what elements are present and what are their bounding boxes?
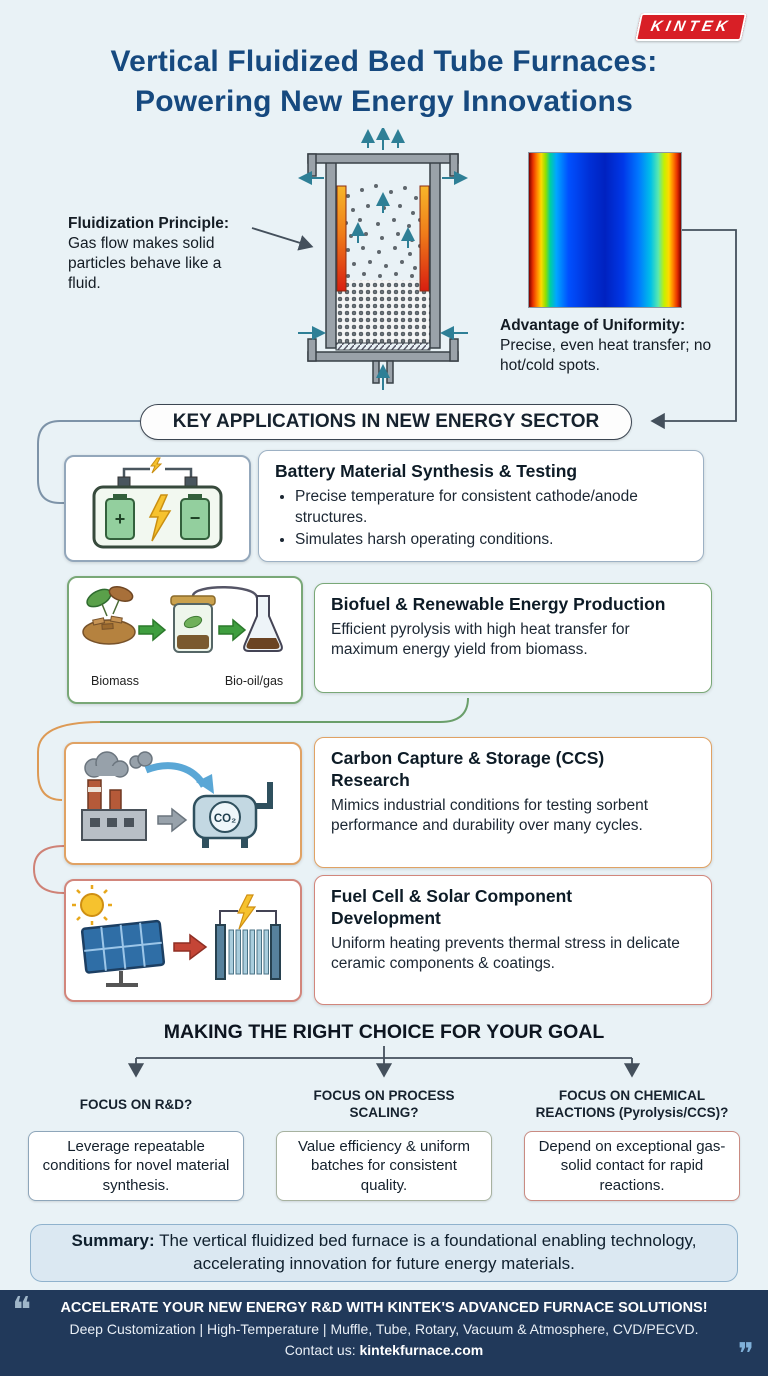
carbon-capture-icon: CO₂ — [81, 751, 273, 848]
fluidized-bed-furnace-icon — [298, 128, 468, 390]
focus-rd-label: FOCUS ON R&D? — [79, 1097, 193, 1112]
reactions-option-box: Depend on exceptional gas-solid contact … — [524, 1131, 740, 1201]
fuelcell-text-card: Fuel Cell & Solar Component Development … — [314, 875, 712, 1005]
ccs-icon-card: CO₂ — [64, 742, 302, 865]
uniformity-note-body: Precise, even heat transfer; no hot/cold… — [500, 337, 712, 375]
biomass-pyrolysis-icon — [82, 586, 283, 653]
battery-bullet-1: Precise temperature for consistent catho… — [295, 487, 687, 529]
battery-icon: + − — [92, 457, 223, 549]
scaling-option-box: Value efficiency & uniform batches for c… — [276, 1131, 492, 1201]
battery-text-card: Battery Material Synthesis & Testing Pre… — [258, 450, 704, 562]
battery-minus-label: − — [190, 508, 201, 528]
fluidization-note-body: Gas flow makes solid particles behave li… — [68, 235, 222, 293]
title-line-1: Vertical Fluidized Bed Tube Furnaces: — [110, 45, 658, 78]
footer-services: Deep Customization | High-Temperature | … — [69, 1321, 699, 1337]
summary-label: Summary: — [71, 1231, 155, 1251]
thermal-uniformity-heatmap — [528, 152, 682, 308]
fuelcell-card-title: Fuel Cell & Solar Component Development — [331, 886, 573, 928]
solar-fuelcell-icon — [72, 885, 281, 987]
footer-contact-label: Contact us: — [284, 1342, 356, 1358]
battery-bullet-2: Simulates harsh operating conditions. — [295, 530, 687, 551]
biofuel-text-card: Biofuel & Renewable Energy Production Ef… — [314, 583, 712, 693]
title-line-2: Powering New Energy Innovations — [135, 84, 633, 118]
fuelcell-icon-card — [64, 879, 302, 1002]
bio-oil-gas-label: Bio-oil/gas — [224, 674, 284, 688]
ccs-text-card: Carbon Capture & Storage (CCS) Research … — [314, 737, 712, 868]
applications-heading-pill: KEY APPLICATIONS IN NEW ENERGY SECTOR — [140, 404, 632, 440]
focus-reactions-label: FOCUS ON CHEMICAL REACTIONS (Pyrolysis/C… — [535, 1088, 729, 1120]
footer-contact: Contact us: kintekfurnace.com — [0, 1342, 768, 1358]
battery-bullet-list: Precise temperature for consistent catho… — [275, 487, 687, 551]
rd-option-box: Leverage repeatable conditions for novel… — [28, 1131, 244, 1201]
biofuel-card-body: Efficient pyrolysis with high heat trans… — [331, 620, 630, 659]
kintek-logo: KINTEK — [635, 13, 747, 41]
ccs-card-body: Mimics industrial conditions for testing… — [331, 796, 649, 835]
battery-icon-card: + − — [64, 455, 251, 562]
battery-plus-label: + — [115, 509, 126, 529]
page-title: Vertical Fluidized Bed Tube Furnaces: Po… — [0, 42, 768, 121]
biomass-label: Biomass — [91, 674, 139, 688]
fluidization-note: Fluidization Principle: Gas flow makes s… — [68, 214, 256, 295]
website-link[interactable]: kintekfurnace.com — [359, 1342, 484, 1358]
open-quote-icon: ❝ — [12, 1289, 32, 1330]
co2-label: CO₂ — [214, 813, 236, 825]
fluidization-note-title: Fluidization Principle: — [68, 215, 230, 232]
summary-text: Summary: The vertical fluidized bed furn… — [61, 1230, 707, 1276]
kintek-logo-text: KINTEK — [649, 18, 733, 35]
uniformity-note-title: Advantage of Uniformity: — [500, 317, 686, 334]
summary-body: The vertical fluidized bed furnace is a … — [159, 1231, 697, 1273]
ccs-card-title: Carbon Capture & Storage (CCS) Research — [331, 748, 605, 790]
footer-headline: ACCELERATE YOUR NEW ENERGY R&D WITH KINT… — [60, 1300, 708, 1316]
footer-banner: ACCELERATE YOUR NEW ENERGY R&D WITH KINT… — [0, 1290, 768, 1376]
furnace-diagram — [288, 128, 478, 393]
biofuel-icon-card: Biomass Bio-oil/gas — [67, 576, 303, 704]
choice-heading: MAKING THE RIGHT CHOICE FOR YOUR GOAL — [163, 1021, 605, 1043]
biofuel-card-title: Biofuel & Renewable Energy Production — [331, 594, 666, 614]
close-quote-icon: ❞ — [737, 1338, 754, 1371]
summary-box: Summary: The vertical fluidized bed furn… — [30, 1224, 738, 1282]
focus-scaling-label: FOCUS ON PROCESS SCALING? — [313, 1088, 455, 1120]
battery-card-title: Battery Material Synthesis & Testing — [275, 461, 578, 481]
uniformity-note: Advantage of Uniformity: Precise, even h… — [500, 316, 740, 376]
fuelcell-card-body: Uniform heating prevents thermal stress … — [331, 934, 680, 973]
